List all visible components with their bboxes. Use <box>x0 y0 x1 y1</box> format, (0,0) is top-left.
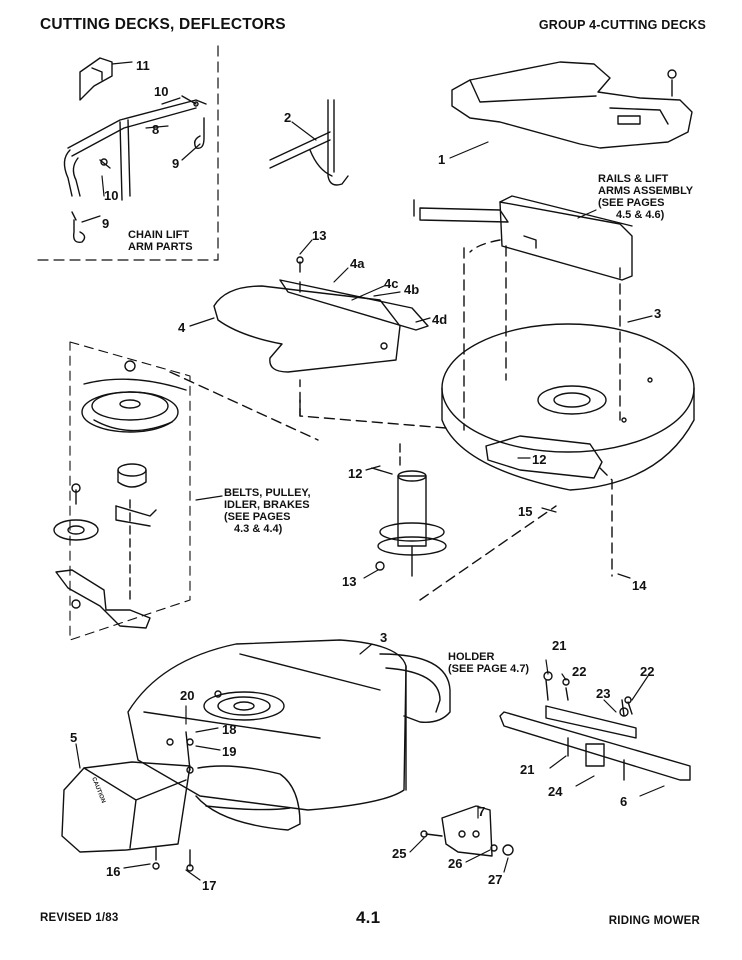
callout-26: 26 <box>448 856 462 871</box>
belts-pulley-idler-brakes <box>53 341 191 641</box>
callout-7: 7 <box>478 804 485 819</box>
callout-10b: 10 <box>104 188 118 203</box>
callout-27: 27 <box>488 872 502 887</box>
callout-9b: 9 <box>102 216 109 231</box>
callout-9a: 9 <box>172 156 179 171</box>
callout-leaders <box>75 61 665 881</box>
callout-24: 24 <box>548 784 563 799</box>
rails-lift-arms <box>413 195 633 281</box>
callout-21a: 21 <box>552 638 566 653</box>
callout-21b: 21 <box>520 762 534 777</box>
page-number: 4.1 <box>356 908 381 927</box>
note-rails-3: (SEE PAGES <box>598 197 664 209</box>
callout-1: 1 <box>438 152 445 167</box>
callout-18: 18 <box>222 722 236 737</box>
chain-lift-arm-parts <box>37 39 219 261</box>
note-rails-2: ARMS ASSEMBLY <box>598 185 694 197</box>
callout-22b: 22 <box>640 664 654 679</box>
callout-23: 23 <box>596 686 610 701</box>
callout-19: 19 <box>222 744 236 759</box>
callout-20: 20 <box>180 688 194 703</box>
cutting-deck-upper-part-3 <box>441 245 695 577</box>
callout-6: 6 <box>620 794 627 809</box>
cutting-deck-lower-part-3 <box>127 639 451 831</box>
spindle-assembly <box>371 443 557 601</box>
callout-4a: 4a <box>350 256 365 271</box>
deflector-rod-part-2 <box>269 99 349 186</box>
callout-12a: 12 <box>532 452 546 467</box>
note-belts-1: BELTS, PULLEY, <box>224 487 311 499</box>
callout-22a: 22 <box>572 664 586 679</box>
callout-11: 11 <box>136 58 150 73</box>
discharge-deflector-part-1 <box>451 61 693 149</box>
callout-3a: 3 <box>654 306 661 321</box>
callout-13b: 13 <box>342 574 356 589</box>
callout-2: 2 <box>284 110 291 125</box>
note-rails-1: RAILS & LIFT <box>598 173 669 185</box>
note-holder-2: (SEE PAGE 4.7) <box>448 663 529 675</box>
callout-labels: 11 10 8 9 10 9 CHAIN LIFT ARM PARTS 2 1 … <box>70 58 694 893</box>
callout-4c: 4c <box>384 276 398 291</box>
callout-8: 8 <box>152 122 159 137</box>
note-chain-lift-2: ARM PARTS <box>128 241 193 253</box>
callout-15: 15 <box>518 504 532 519</box>
discharge-chute-part-5 <box>61 761 194 872</box>
callout-17: 16 <box>106 864 120 879</box>
group-heading: GROUP 4-CUTTING DECKS <box>538 18 706 32</box>
callout-10a: 10 <box>154 84 168 99</box>
product-name: RIDING MOWER <box>608 915 700 927</box>
callout-4: 4 <box>178 320 186 335</box>
callout-5: 5 <box>70 730 77 745</box>
note-rails-4: 4.5 & 4.6) <box>616 209 665 221</box>
note-belts-3: (SEE PAGES <box>224 511 290 523</box>
holder-part-7 <box>420 805 514 857</box>
callout-13a: 13 <box>312 228 326 243</box>
callout-3b: 3 <box>380 630 387 645</box>
callout-14: 14 <box>632 578 647 593</box>
deflector-part-4 <box>213 256 429 373</box>
note-belts-4: 4.3 & 4.4) <box>234 523 283 535</box>
note-belts-2: IDLER, BRAKES <box>224 499 310 511</box>
callout-25: 25 <box>392 846 406 861</box>
callout-16: 17 <box>202 878 216 893</box>
revision-note: REVISED 1/83 <box>40 912 119 924</box>
callout-4d: 4d <box>432 312 447 327</box>
callout-12b: 12 <box>348 466 362 481</box>
callout-4b: 4b <box>404 282 419 297</box>
page-title: CUTTING DECKS, DEFLECTORS <box>40 16 286 33</box>
note-holder-1: HOLDER <box>448 651 495 663</box>
note-chain-lift-1: CHAIN LIFT <box>128 229 189 241</box>
